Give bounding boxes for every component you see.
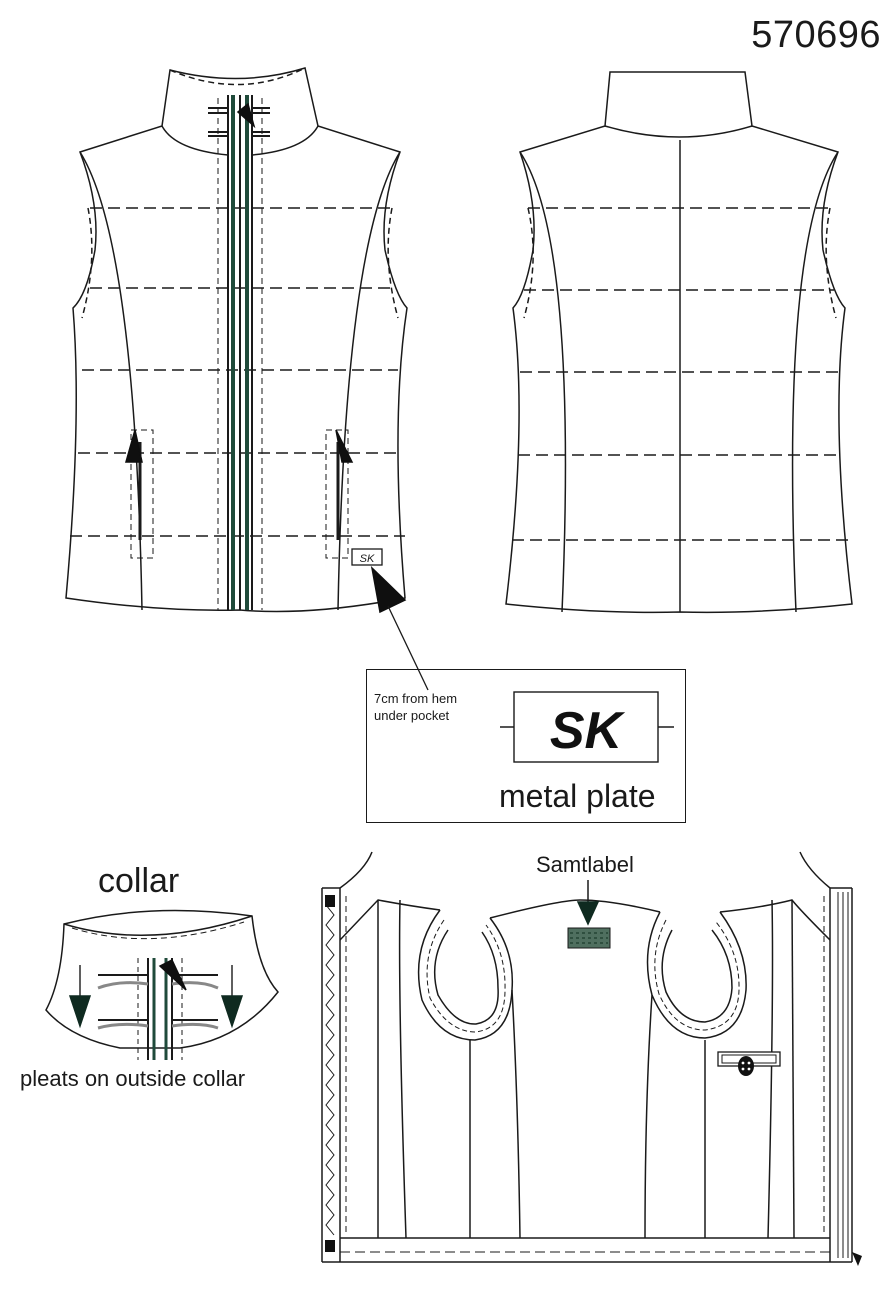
- front-quilt-lines: [70, 207, 405, 537]
- collar-arrow-left: [68, 995, 92, 1029]
- front-collar-pleats: [208, 107, 270, 137]
- samtlabel-caption: Samtlabel: [536, 852, 634, 877]
- inside-panel-left-4: [511, 989, 521, 1239]
- collar-title: collar: [98, 862, 180, 900]
- front-collar-top: [169, 67, 306, 86]
- callout-note-line2: under pocket: [374, 708, 450, 723]
- style-number: 570696: [751, 14, 881, 56]
- inside-neck-left: [339, 851, 373, 889]
- back-collar-seam: [604, 125, 753, 138]
- pocket-left: [125, 429, 154, 559]
- back-armhole-left-stitch: [523, 207, 534, 319]
- front-armhole-left-stitch: [81, 207, 93, 319]
- collar-zipper-arrow: [158, 958, 187, 991]
- metal-plate-callout-box: [366, 669, 686, 823]
- callout-note: 7cm from hem under pocket: [374, 690, 457, 724]
- armhole-binding-right-inner: [661, 929, 733, 1023]
- callout-note-line1: 7cm from hem: [374, 691, 458, 706]
- armhole-binding-right-outer: [646, 911, 747, 1039]
- inside-shoulder-left: [339, 899, 441, 941]
- plate-callout-leader: [387, 605, 429, 691]
- armhole-binding-left-outer: [417, 909, 514, 1041]
- zipper-pull-arrow: [236, 102, 256, 129]
- inside-back-neck: [489, 899, 661, 919]
- front-zipper: [217, 95, 263, 610]
- inside-panel-right-4: [644, 994, 653, 1239]
- samtlabel-arrow: [576, 901, 600, 926]
- collar-caption: pleats on outside collar: [20, 1066, 246, 1091]
- zigzag-facing: [325, 904, 335, 1236]
- metal-plate-caption: metal plate: [499, 778, 656, 814]
- back-outline: [505, 71, 853, 614]
- pocket-right: [325, 429, 354, 559]
- back-view: [505, 71, 853, 614]
- callout-logo-text: SK: [550, 702, 626, 760]
- front-outline: [65, 67, 408, 613]
- collar-pleats: [97, 974, 219, 1030]
- collar-detail: [45, 909, 279, 1060]
- armhole-binding-left-inner: [433, 929, 499, 1025]
- front-metal-plate: SK: [351, 548, 383, 566]
- inside-pocket-button: [717, 1051, 781, 1076]
- front-plate-text: SK: [360, 553, 375, 565]
- back-armhole-right-stitch: [825, 207, 837, 319]
- inside-shoulder-right: [719, 899, 831, 941]
- plate-callout-arrowhead: [370, 565, 407, 614]
- back-side-right: [791, 151, 839, 613]
- back-side-left: [519, 151, 567, 613]
- collar-outline: [45, 909, 279, 1049]
- front-view: SK: [65, 67, 429, 691]
- pocket-left-arrow: [125, 429, 143, 463]
- inside-panel-right-1: [791, 899, 795, 1239]
- inside-panel-left-2: [398, 899, 407, 1239]
- collar-arrow-right: [220, 995, 244, 1029]
- back-quilt-lines: [512, 207, 848, 541]
- collar-top-stitch: [71, 921, 245, 940]
- callout-logo: SK: [500, 691, 674, 763]
- front-armhole-right: [337, 151, 401, 611]
- collar-inner-edge: [63, 915, 253, 937]
- front-collar-fold: [161, 125, 319, 156]
- inside-neck-right: [799, 851, 831, 889]
- front-armhole-right-stitch: [387, 207, 399, 319]
- inside-view: [321, 851, 862, 1266]
- inside-panel-right-2: [767, 899, 774, 1239]
- pocket-right-arrow: [335, 429, 354, 463]
